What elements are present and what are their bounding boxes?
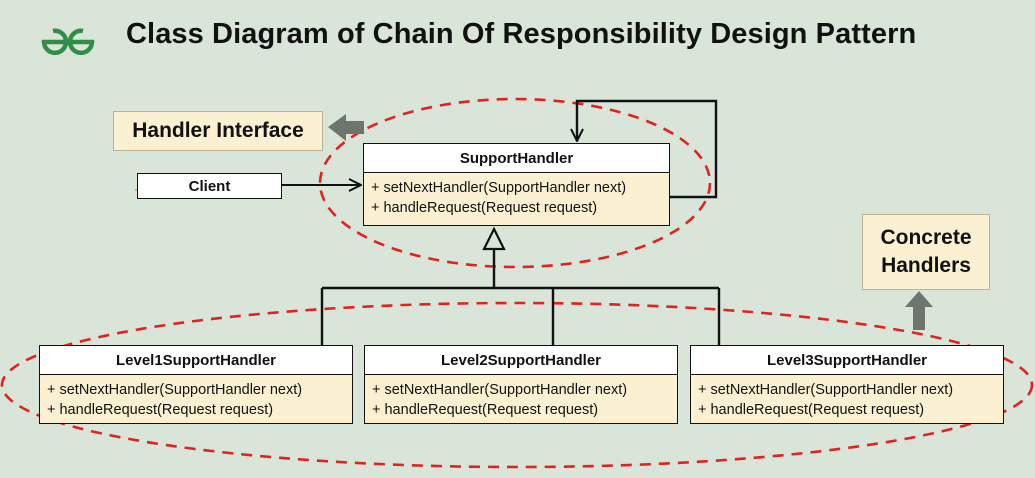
concrete-handlers-ellipse [0, 301, 1034, 469]
level1-support-handler-class: Level1SupportHandler + setNextHandler(Su… [39, 345, 353, 424]
handler-interface-label: Handler Interface [132, 119, 304, 142]
level3-class-name: Level3SupportHandler [691, 346, 1003, 375]
handler-interface-callout: Handler Interface [113, 111, 323, 151]
support-handler-methods: + setNextHandler(SupportHandler next) + … [364, 173, 669, 218]
support-handler-class: SupportHandler + setNextHandler(SupportH… [363, 143, 670, 226]
concrete-handlers-callout: Concrete Handlers [862, 214, 990, 290]
method-set-next-handler: + setNextHandler(SupportHandler next) [372, 382, 628, 398]
handler-interface-pointer-arrow [328, 114, 364, 141]
method-handle-request: + handleRequest(Request request) [47, 402, 274, 418]
concrete-handlers-pointer-arrow [905, 291, 933, 330]
method-handle-request: + handleRequest(Request request) [371, 200, 598, 216]
inheritance-triangle [482, 226, 506, 251]
level3-methods: + setNextHandler(SupportHandler next) + … [691, 375, 1003, 420]
client-label: Client [188, 177, 231, 195]
diagram-title: Class Diagram of Chain Of Responsibility… [126, 18, 917, 50]
concrete-handlers-label-line2: Handlers [881, 254, 971, 277]
method-set-next-handler: + setNextHandler(SupportHandler next) [698, 382, 954, 398]
self-reference-loop [577, 99, 718, 199]
geeksforgeeks-logo-icon [41, 28, 95, 56]
level2-class-name: Level2SupportHandler [365, 346, 677, 375]
method-set-next-handler: + setNextHandler(SupportHandler next) [371, 180, 627, 196]
support-handler-class-name: SupportHandler [364, 144, 669, 173]
level2-support-handler-class: Level2SupportHandler + setNextHandler(Su… [364, 345, 678, 424]
level1-class-name: Level1SupportHandler [40, 346, 352, 375]
handler-interface-ellipse [318, 97, 712, 269]
method-handle-request: + handleRequest(Request request) [372, 402, 599, 418]
level1-methods: + setNextHandler(SupportHandler next) + … [40, 375, 352, 420]
concrete-handlers-label-line1: Concrete [880, 226, 972, 249]
client-box: Client [137, 173, 282, 199]
method-set-next-handler: + setNextHandler(SupportHandler next) [47, 382, 303, 398]
level3-support-handler-class: Level3SupportHandler + setNextHandler(Su… [690, 345, 1004, 424]
inheritance-tree [320, 249, 721, 345]
method-handle-request: + handleRequest(Request request) [698, 402, 925, 418]
level2-methods: + setNextHandler(SupportHandler next) + … [365, 375, 677, 420]
